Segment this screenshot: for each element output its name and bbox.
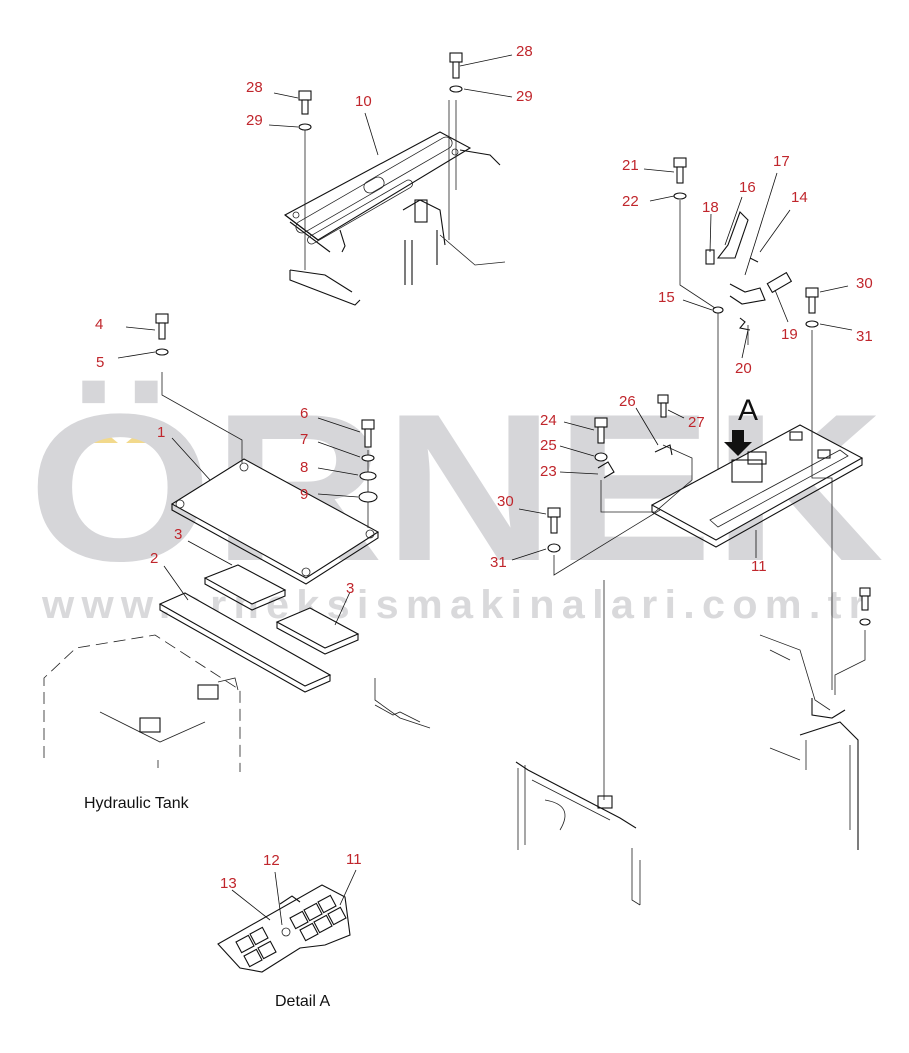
callout-21: 21 [622,157,639,174]
callout-2: 2 [150,550,158,567]
callout-11: 11 [751,558,767,575]
callout-18: 18 [702,199,719,216]
callout-19: 19 [781,326,798,343]
callout-29: 29 [246,112,263,129]
pad-2 [158,592,332,693]
callout-17: 17 [773,153,790,170]
bolt-4 [155,313,169,356]
callout-12: 12 [263,852,280,869]
bolt-28-left [298,90,312,131]
detail-a-plate [217,884,351,973]
callout-20: 20 [735,360,752,377]
callout-25: 25 [540,437,557,454]
callout-24: 24 [540,412,557,429]
latch-parts-14-20 [705,211,793,345]
detail-a-caption: Detail A [275,993,330,1010]
callout-30: 30 [497,493,514,510]
view-a-label: A [738,394,758,427]
callout-9: 9 [300,486,308,503]
callout-29: 29 [516,88,533,105]
callout-5: 5 [96,354,104,371]
callout-23: 23 [540,463,557,480]
watermark-accent-left [82,428,118,443]
callout-31: 31 [856,328,873,345]
callout-22: 22 [622,193,639,210]
callout-8: 8 [300,459,308,476]
callout-3: 3 [174,526,182,543]
hydraulic-tank [43,634,431,772]
callout-27: 27 [688,414,705,431]
callout-7: 7 [300,431,308,448]
callout-31: 31 [490,554,507,571]
callout-10: 10 [355,93,372,110]
callout-11: 11 [346,851,362,868]
bolt-6-stack [358,419,378,503]
callout-30: 30 [856,275,873,292]
callout-26: 26 [619,393,636,410]
callout-13: 13 [220,875,237,892]
callout-28: 28 [516,43,533,60]
callout-16: 16 [739,179,756,196]
callout-labels: 28 29 10 28 29 4 5 1 6 7 8 9 3 2 3 21 22… [95,43,873,892]
bolt-24-group [594,417,693,513]
pad-3-lower [275,607,360,655]
callout-6: 6 [300,405,308,422]
callout-4: 4 [95,316,103,333]
callout-1: 1 [157,424,165,441]
cover-plate-1 [161,372,380,585]
callout-28: 28 [246,79,263,96]
hydraulic-tank-caption: Hydraulic Tank [84,795,190,812]
watermark-accent-right [126,428,162,443]
pad-3-upper [203,564,287,611]
machine-frame [515,587,871,906]
bolt-30-lower [547,507,661,576]
bolt-28-right [449,52,463,93]
bolt-30-upper [805,287,833,690]
callout-3: 3 [346,580,354,597]
bracket-assembly-10 [283,100,506,306]
floor-plate-11 [650,424,864,548]
callout-15: 15 [658,289,675,306]
view-a-arrow [724,430,752,456]
bolt-27 [654,394,673,456]
leader-lines [117,54,853,926]
callout-14: 14 [791,189,808,206]
